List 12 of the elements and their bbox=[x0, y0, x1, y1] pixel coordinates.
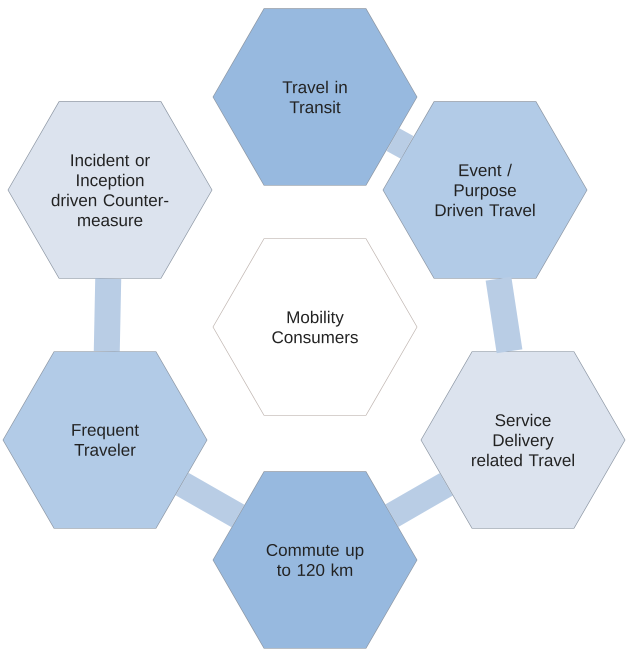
connector-band bbox=[94, 278, 122, 352]
connector-band bbox=[385, 473, 453, 527]
hexagon: Travel in Transit bbox=[212, 8, 418, 186]
hexagon: Incident or Inception driven Counter-measure bbox=[8, 101, 212, 279]
connector-band bbox=[486, 276, 522, 354]
connector-band bbox=[386, 128, 414, 159]
hexagon: Mobility Consumers bbox=[212, 238, 418, 416]
hexagon: Event / Purpose Driven Travel bbox=[382, 101, 588, 279]
hexagon: Commute up to 120 km bbox=[212, 471, 418, 649]
connector-band bbox=[176, 472, 244, 528]
hexagon: Frequent Traveler bbox=[2, 351, 208, 529]
hexagon: Service Delivery related Travel bbox=[420, 351, 626, 529]
